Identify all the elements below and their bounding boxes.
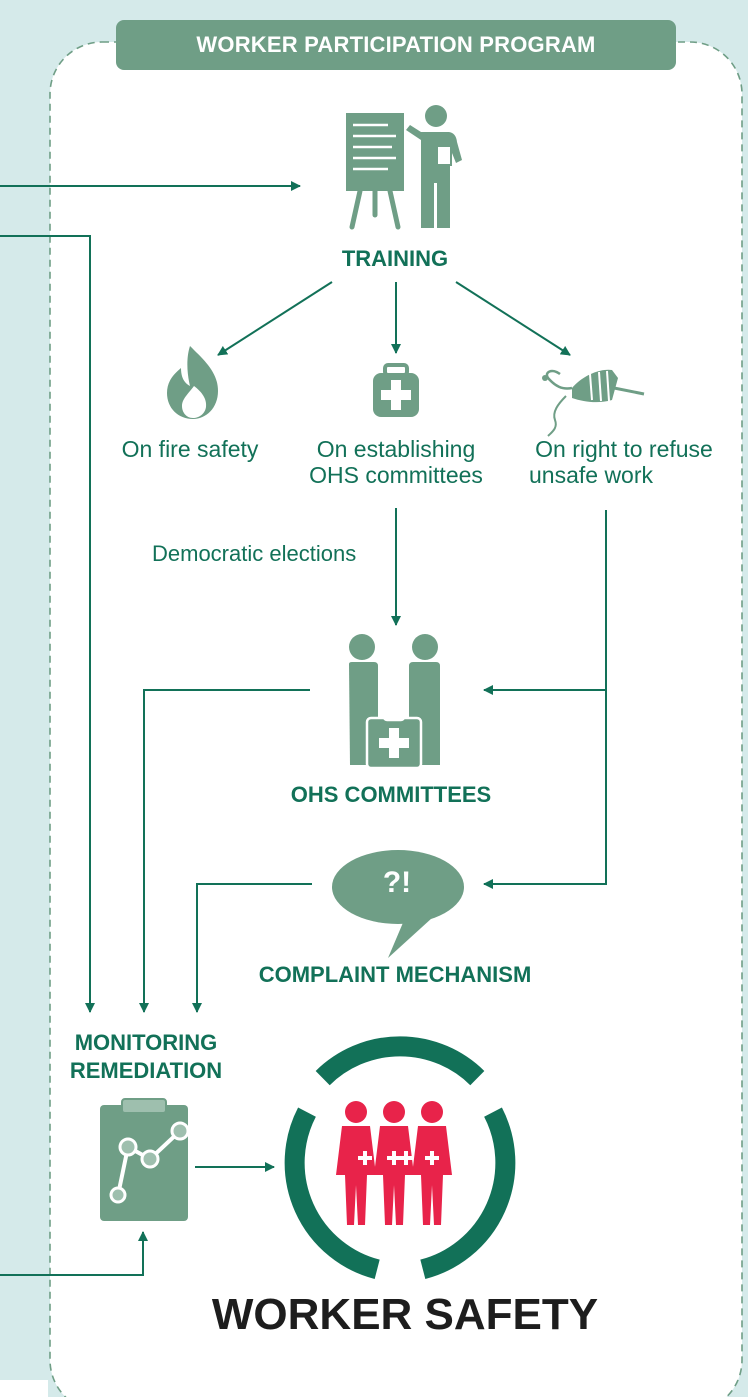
ohs-committees-label: OHS COMMITTEES [290, 782, 492, 807]
presenter-icon [346, 105, 462, 230]
monitoring-label: MONITORING [74, 1030, 218, 1055]
first-aid-kit-icon [373, 363, 419, 417]
arrow-training-to-fire [217, 281, 333, 356]
democratic-elections-label: Democratic elections [152, 541, 357, 566]
remediation-label: REMEDIATION [69, 1058, 223, 1083]
bottom-gap-right [528, 1380, 606, 1397]
bottom-gap-left [185, 1380, 267, 1397]
bottom-gap-edge [0, 1380, 48, 1397]
training-label: TRAINING [341, 246, 449, 271]
topic-refuse-line2: unsafe work [529, 462, 654, 488]
safety-ring [284, 1036, 516, 1279]
connectors [0, 181, 607, 1276]
topic-fire-safety: On fire safety [121, 436, 259, 462]
committee-members-icon [349, 634, 440, 770]
arrow-committees-to-monitoring [139, 689, 310, 1013]
arrow-training-to-refuse [455, 281, 571, 356]
program-title: WORKER PARTICIPATION PROGRAM [196, 32, 596, 57]
topic-refuse-line1: On right to refuse [535, 436, 713, 462]
arrow-refuse-to-complaint [483, 690, 607, 889]
speech-bubble-icon [332, 850, 464, 958]
program-banner: WORKER PARTICIPATION PROGRAM [116, 20, 676, 70]
complaint-mechanism-label: COMPLAINT MECHANISM [258, 962, 532, 987]
clipboard-chart-icon [100, 1098, 190, 1221]
hand-drill-icon [542, 369, 645, 437]
arrow-complaint-to-monitoring [192, 883, 312, 1013]
arrow-bottom-to-monitoring [0, 1231, 148, 1276]
flame-icon [167, 346, 218, 419]
workers-group-icon [336, 1101, 452, 1225]
topic-ohs-line2: OHS committees [309, 462, 483, 488]
topic-ohs-line1: On establishing [316, 436, 476, 462]
worker-safety-title: WORKER SAFETY [211, 1290, 599, 1339]
arrow-left-to-monitoring [0, 235, 95, 1013]
complaint-glyph: ?! [382, 866, 412, 899]
